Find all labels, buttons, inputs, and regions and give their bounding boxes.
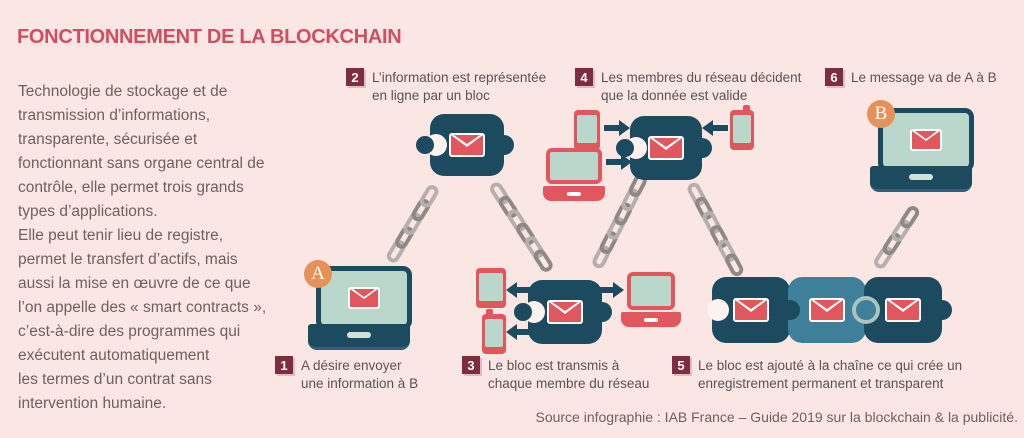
puzzle-knob (932, 300, 952, 320)
device-screen (627, 272, 675, 310)
device-screen (577, 115, 597, 143)
smartphone-icon (482, 309, 506, 354)
puzzle-block-validate (616, 116, 712, 180)
puzzle-knob (856, 300, 876, 320)
envelope-icon (733, 298, 769, 322)
laptop-icon (543, 148, 605, 201)
step-number-badge: 1 (275, 356, 293, 374)
device-screen (479, 273, 503, 301)
step-text: Les membres du réseau décident que la do… (601, 70, 802, 103)
puzzle-knob (780, 300, 800, 320)
laptop-icon (621, 272, 681, 327)
laptop-screen (878, 108, 974, 172)
step-text: Le bloc est transmis à chaque membre du … (488, 358, 650, 391)
smartphone-icon (574, 110, 600, 150)
laptop-base (308, 324, 410, 350)
step-number-badge: 5 (672, 356, 690, 374)
sender-badge-a: A (304, 260, 332, 288)
chain (685, 180, 746, 279)
laptop-receiver-b: B (867, 100, 974, 192)
step-text: A désire envoyer une information à B (301, 358, 419, 391)
laptop-screen (316, 266, 412, 330)
chain-link (531, 247, 556, 275)
device-screen (546, 148, 602, 184)
arrow-left-icon (506, 324, 530, 340)
puzzle-socket (514, 301, 545, 323)
source-credit: Source infographie : IAB France – Guide … (535, 409, 1018, 425)
envelope-icon (885, 298, 921, 322)
puzzle-knob (592, 302, 612, 322)
envelope-icon (648, 136, 684, 160)
chain-link (722, 251, 746, 279)
tablet-icon (476, 268, 506, 308)
chain-block-2 (788, 277, 876, 343)
laptop-base (621, 312, 681, 327)
page-title: FONCTIONNEMENT DE LA BLOCKCHAIN (17, 26, 402, 48)
chain (871, 203, 922, 272)
puzzle-block-info (416, 114, 514, 176)
intro-text: Technologie de stockage et de transmissi… (18, 83, 267, 412)
envelope-icon (449, 133, 485, 157)
step-number-badge: 4 (575, 68, 593, 86)
chain (384, 182, 441, 265)
step-label-3: 3 Le bloc est transmis à chaque membre d… (462, 356, 649, 392)
envelope-icon (547, 300, 583, 324)
step-text: L’information est représentée en ligne p… (372, 70, 547, 103)
puzzle-knob (692, 138, 712, 158)
step-text: Le bloc est ajouté à la chaîne ce qui cr… (698, 358, 963, 391)
arrow-right-icon (604, 120, 630, 136)
smartphone-icon (730, 105, 754, 150)
arrow-right-icon (606, 154, 632, 170)
step-number-badge: 3 (462, 356, 480, 374)
chain-link (417, 182, 441, 210)
puzzle-socket (707, 299, 729, 321)
envelope-icon (910, 129, 942, 151)
puzzle-socket (616, 137, 647, 159)
laptop-sender-a: A (304, 260, 412, 350)
step-label-5: 5 Le bloc est ajouté à la chaîne ce qui … (672, 356, 962, 392)
arrow-right-icon (598, 282, 624, 298)
step-label-6: 6 Le message va de A à B (825, 68, 997, 87)
step-number-badge: 2 (346, 68, 364, 86)
receiver-badge-b: B (867, 100, 895, 128)
envelope-icon (809, 298, 845, 322)
envelope-icon (348, 287, 380, 309)
step-number-badge: 6 (825, 68, 843, 86)
arrow-left-icon (506, 282, 530, 298)
puzzle-knob (494, 135, 514, 155)
arrow-left-icon (702, 120, 728, 136)
step-label-1: 1 A désire envoyer une information à B (275, 356, 418, 392)
step-label-4: 4 Les membres du réseau décident que la … (575, 68, 801, 104)
puzzle-socket (416, 134, 447, 156)
laptop-base (870, 166, 972, 192)
device-screen (733, 115, 751, 143)
chain-block-3 (864, 277, 952, 343)
puzzle-block-transmit (514, 280, 612, 344)
chain-block-1 (707, 277, 800, 343)
device-screen (485, 319, 503, 347)
step-text: Le message va de A à B (851, 70, 997, 85)
laptop-base (543, 186, 605, 201)
step-label-2: 2 L’information est représentée en ligne… (346, 68, 546, 104)
